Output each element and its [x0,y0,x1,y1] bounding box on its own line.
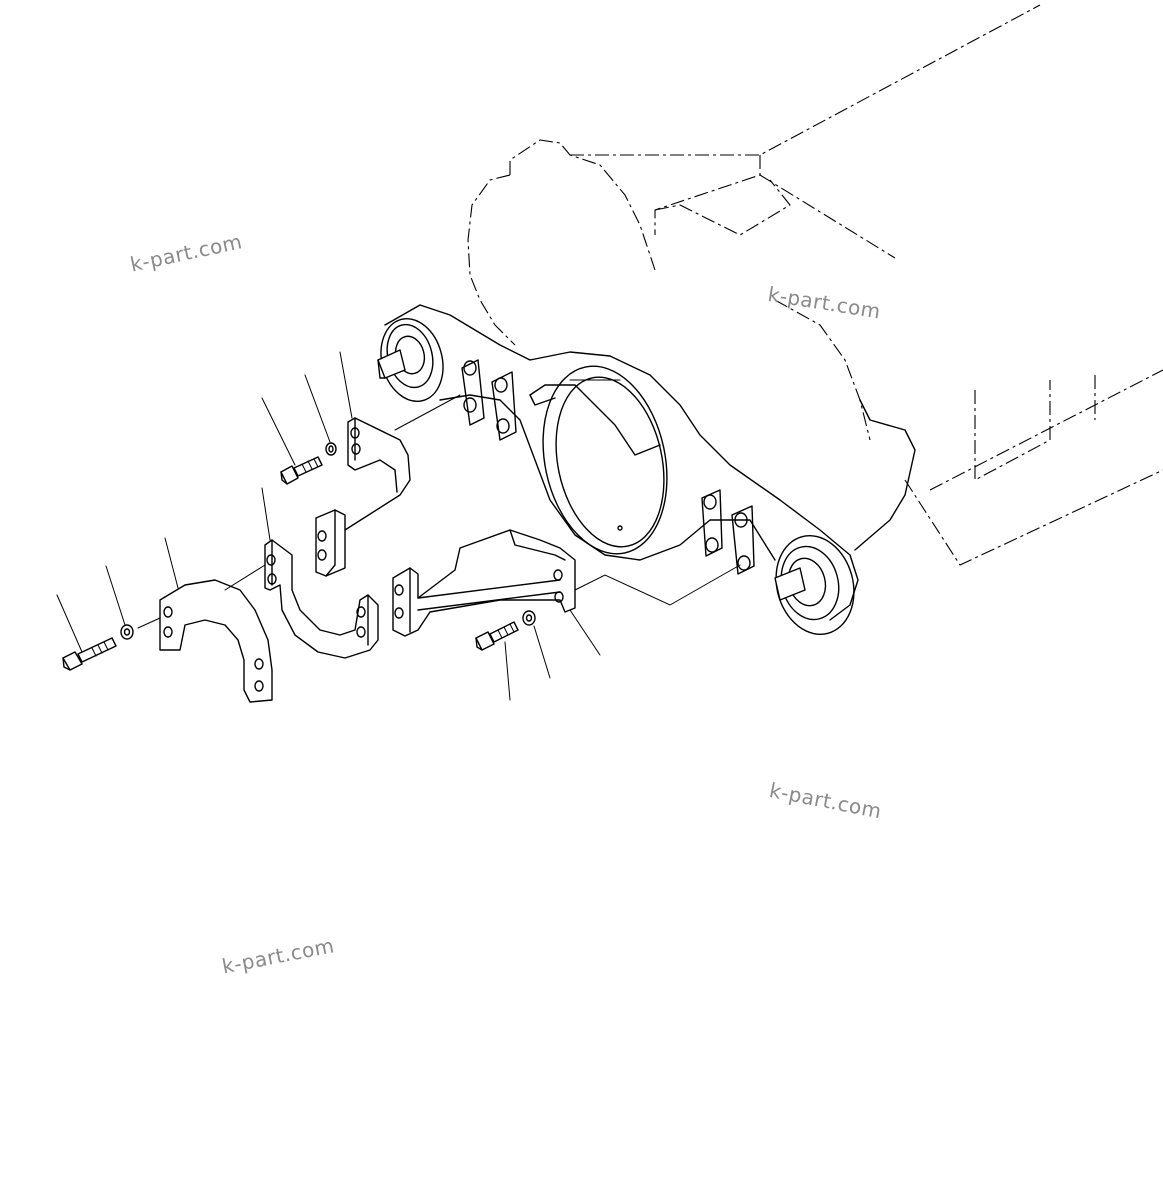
mounting-holes-left [461,359,517,441]
washer-upper [325,442,337,456]
assembly-lines [137,394,741,629]
washer-lower-left [120,624,134,640]
washer-lower-right [522,610,536,626]
axle-housing-beam [377,304,916,635]
triangular-bracket [392,529,576,637]
mounting-holes-right [701,489,755,575]
semicircle-plate [159,579,273,703]
bolt-upper [280,456,323,485]
leader-lines [56,351,601,701]
middle-curved-strap [264,539,379,659]
bolt-lower-right [475,621,519,651]
phantom-frame-outline [467,4,1163,566]
upper-u-bracket [315,417,411,577]
bolt-lower-left [62,637,117,671]
